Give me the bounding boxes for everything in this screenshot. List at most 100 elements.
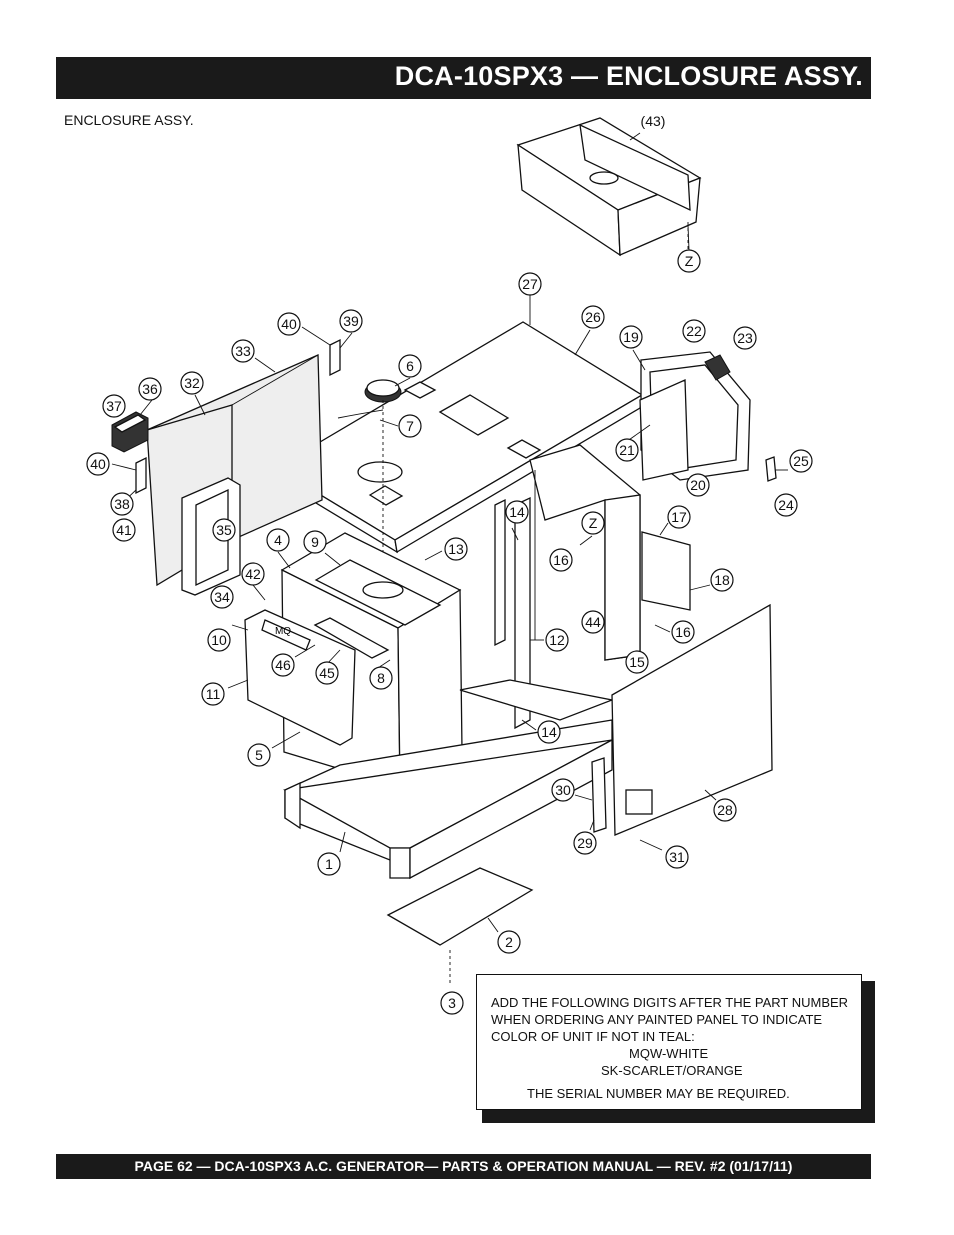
callout-38: 38 xyxy=(110,492,134,516)
callout-45: 45 xyxy=(315,661,339,685)
part-37-handle xyxy=(111,411,149,453)
svg-text:32: 32 xyxy=(184,375,200,391)
callout-29: 29 xyxy=(573,831,597,855)
callout-26: 26 xyxy=(581,305,605,329)
note-line-4: MQW-WHITE xyxy=(629,1046,709,1061)
svg-text:11: 11 xyxy=(206,686,221,702)
callout-30: 30 xyxy=(551,778,575,802)
callout-21: 21 xyxy=(615,438,639,462)
svg-text:37: 37 xyxy=(106,398,122,414)
exploded-parts-diagram: MQ xyxy=(86,113,813,1015)
svg-text:25: 25 xyxy=(793,453,809,469)
callout-43: (43) xyxy=(641,113,666,129)
note-line-2: WHEN ORDERING ANY PAINTED PANEL TO INDIC… xyxy=(491,1012,823,1027)
part-35-bracket xyxy=(181,477,241,596)
callout-14-bottom: 14 xyxy=(537,720,561,744)
callout-15: 15 xyxy=(625,650,649,674)
callout-32: 32 xyxy=(180,371,204,395)
svg-text:26: 26 xyxy=(585,309,601,325)
svg-text:12: 12 xyxy=(549,632,565,648)
note-line-3: COLOR OF UNIT IF NOT IN TEAL: xyxy=(491,1029,695,1044)
callout-28: 28 xyxy=(713,798,737,822)
svg-text:30: 30 xyxy=(555,782,571,798)
svg-text:8: 8 xyxy=(377,670,385,686)
svg-text:14: 14 xyxy=(541,724,557,740)
svg-text:23: 23 xyxy=(737,330,753,346)
panel-marking: MQ xyxy=(275,626,291,637)
part-20-cover-plate xyxy=(639,379,689,481)
callout-10: 10 xyxy=(207,628,231,652)
callout-16-right: 16 xyxy=(671,620,695,644)
svg-text:22: 22 xyxy=(686,323,702,339)
part-2-bottom-plate xyxy=(386,867,534,985)
callout-18: 18 xyxy=(710,568,734,592)
svg-text:21: 21 xyxy=(619,442,635,458)
callout-8: 8 xyxy=(369,666,393,690)
callout-11: 11 xyxy=(201,682,225,706)
callout-z-mid: Z xyxy=(581,511,605,535)
callout-31: 31 xyxy=(665,845,689,869)
svg-text:40: 40 xyxy=(281,316,297,332)
svg-text:13: 13 xyxy=(448,541,464,557)
callout-12: 12 xyxy=(545,628,569,652)
part-1-base-frame xyxy=(283,679,615,880)
callout-27: 27 xyxy=(518,272,542,296)
callout-14-top: 14 xyxy=(505,500,529,524)
callout-17: 17 xyxy=(667,505,691,529)
svg-text:33: 33 xyxy=(235,343,251,359)
callout-9: 9 xyxy=(303,530,327,554)
callout-39: 39 xyxy=(339,309,363,333)
svg-text:17: 17 xyxy=(671,509,687,525)
leader-lines xyxy=(111,132,788,933)
svg-text:44: 44 xyxy=(585,614,601,630)
svg-text:3: 3 xyxy=(448,995,456,1011)
svg-text:20: 20 xyxy=(690,477,706,493)
note-line-6: THE SERIAL NUMBER MAY BE REQUIRED. xyxy=(527,1086,790,1101)
svg-text:46: 46 xyxy=(275,657,291,673)
callout-13: 13 xyxy=(444,537,468,561)
svg-text:45: 45 xyxy=(319,665,335,681)
callout-34: 34 xyxy=(210,585,234,609)
svg-text:34: 34 xyxy=(214,589,230,605)
svg-text:2: 2 xyxy=(505,934,513,950)
svg-text:24: 24 xyxy=(778,497,794,513)
svg-text:10: 10 xyxy=(211,632,227,648)
part-24-clip xyxy=(765,456,777,482)
callout-6: 6 xyxy=(398,354,422,378)
callout-z-top: Z xyxy=(677,249,701,273)
callout-16-mid: 16 xyxy=(549,548,573,572)
part-15-inner-frame xyxy=(529,444,641,661)
svg-text:42: 42 xyxy=(245,566,261,582)
svg-text:40: 40 xyxy=(90,456,106,472)
callout-20: 20 xyxy=(686,473,710,497)
callout-46: 46 xyxy=(271,653,295,677)
callout-36: 36 xyxy=(138,377,162,401)
note-line-1: ADD THE FOLLOWING DIGITS AFTER THE PART … xyxy=(491,995,849,1010)
svg-text:16: 16 xyxy=(553,552,569,568)
svg-text:6: 6 xyxy=(406,358,414,374)
callout-37: 37 xyxy=(102,394,126,418)
callout-23: 23 xyxy=(733,326,757,350)
svg-text:Z: Z xyxy=(589,515,598,531)
part-10-front-panel: MQ xyxy=(244,609,356,746)
svg-text:29: 29 xyxy=(577,835,593,851)
callout-3: 3 xyxy=(440,991,464,1015)
callout-40-left: 40 xyxy=(86,452,110,476)
page-header: DCA-10SPX3 — ENCLOSURE ASSY. xyxy=(56,57,871,99)
svg-text:35: 35 xyxy=(216,522,232,538)
svg-text:1: 1 xyxy=(325,856,333,872)
svg-text:19: 19 xyxy=(623,329,639,345)
callout-41: 41 xyxy=(112,518,136,542)
note-line-5: SK-SCARLET/ORANGE xyxy=(601,1063,743,1078)
callout-24: 24 xyxy=(774,493,798,517)
color-note-box: ADD THE FOLLOWING DIGITS AFTER THE PART … xyxy=(476,974,862,1110)
part-29-bracket xyxy=(591,757,607,833)
svg-text:39: 39 xyxy=(343,313,359,329)
svg-text:4: 4 xyxy=(274,532,282,548)
part-40-latch xyxy=(135,456,147,495)
callout-7: 7 xyxy=(398,414,422,438)
svg-text:5: 5 xyxy=(255,747,263,763)
callout-5: 5 xyxy=(247,743,271,767)
svg-text:28: 28 xyxy=(717,802,733,818)
page-title: DCA-10SPX3 — ENCLOSURE ASSY. xyxy=(394,61,863,91)
